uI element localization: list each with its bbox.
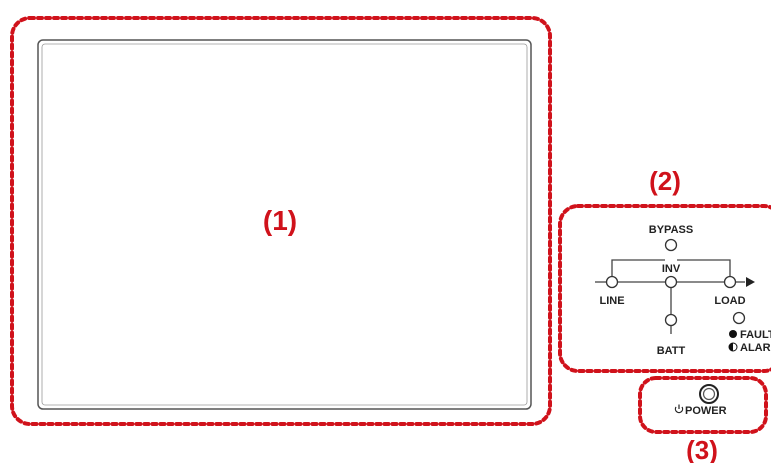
bypass-led <box>664 238 678 252</box>
power-callout-label: (3) <box>686 435 718 463</box>
alarm-label: ALARM <box>740 342 771 354</box>
fault-label: FAULT <box>740 329 771 341</box>
indicator-callout-outline <box>558 204 771 373</box>
output-arrow-icon <box>746 277 755 287</box>
display-screen[interactable] <box>37 39 532 410</box>
display-callout-outline <box>10 16 552 426</box>
indicator-flow-lines <box>595 259 755 334</box>
batt-led <box>664 313 678 327</box>
fault-dot-icon <box>729 330 737 338</box>
batt-label: BATT <box>657 345 686 357</box>
fault-alarm-led <box>732 311 746 325</box>
line-label: LINE <box>599 295 624 307</box>
load-led <box>723 275 737 289</box>
inv-led <box>664 275 678 289</box>
power-region: POWER (3) <box>638 376 768 463</box>
line-led <box>605 275 619 289</box>
indicator-callout-label: (2) <box>649 166 681 196</box>
indicator-region: (2) BYPASS INV LINE LOAD BATT FAULT <box>558 166 771 373</box>
power-symbol-icon <box>674 404 684 414</box>
power-label: POWER <box>685 405 727 417</box>
bypass-label: BYPASS <box>649 224 693 236</box>
alarm-half-dot-icon <box>728 342 738 352</box>
display-callout-label: (1) <box>263 205 297 236</box>
power-callout-outline <box>638 376 768 434</box>
display-region: (1) <box>10 16 552 426</box>
power-button[interactable] <box>699 384 719 404</box>
display-screen-inner-border <box>41 43 528 406</box>
load-label: LOAD <box>714 295 745 307</box>
inv-label: INV <box>662 263 681 275</box>
